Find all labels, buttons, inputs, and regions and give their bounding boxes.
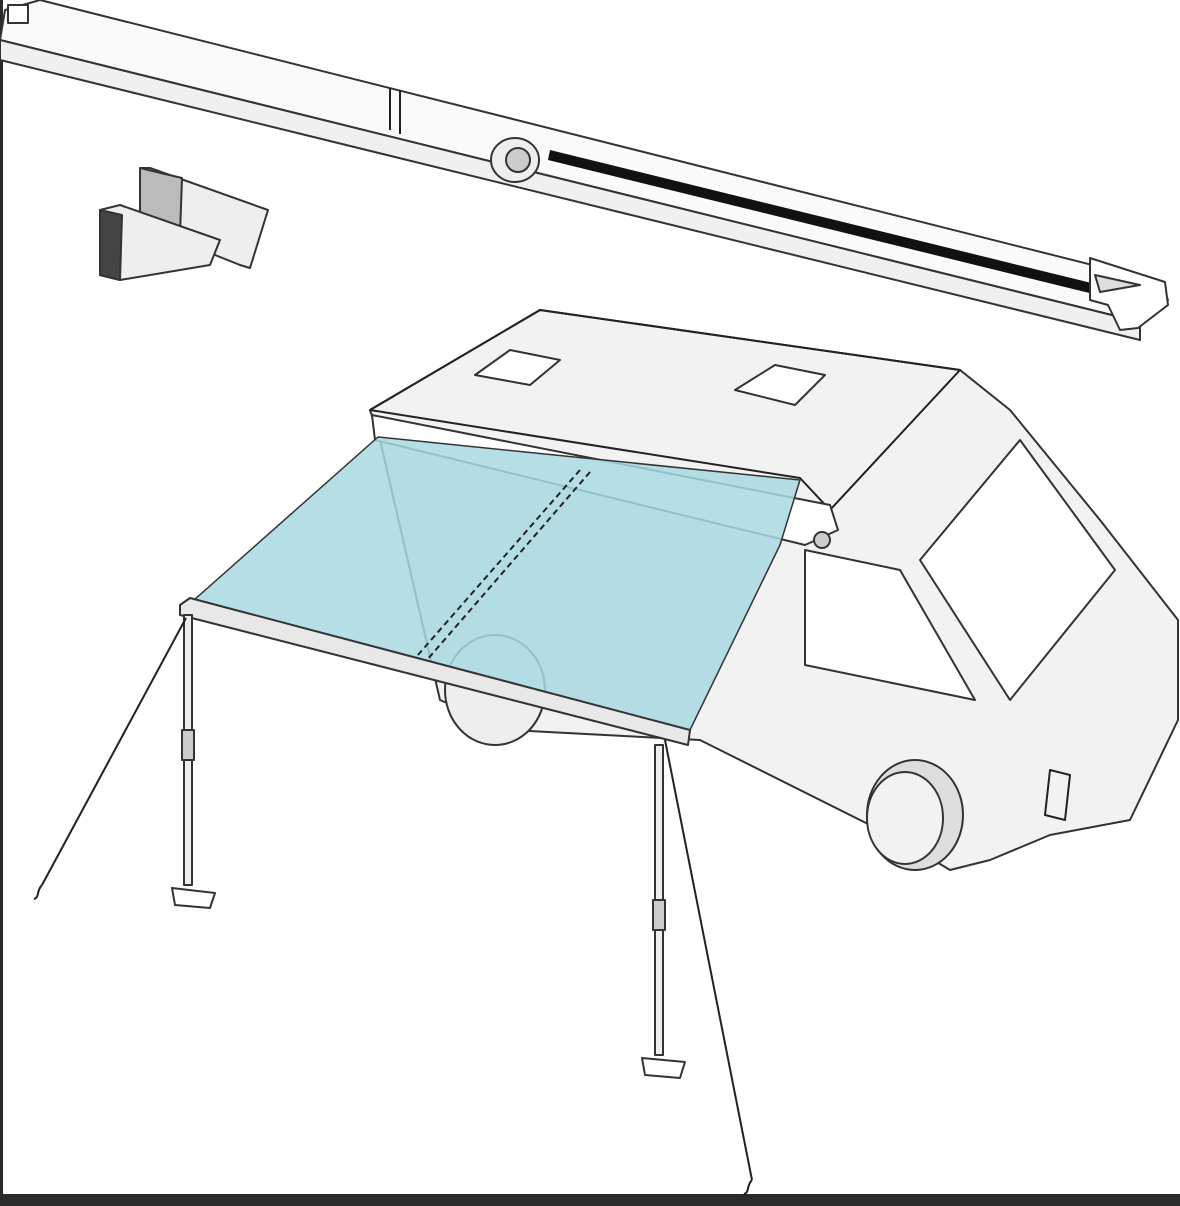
left-frame-border [0, 0, 3, 1206]
front-bar [179, 597, 691, 746]
guy-ropes [33, 617, 753, 1195]
support-legs [171, 614, 686, 1079]
bottom-frame-border [0, 1194, 1180, 1206]
awning-canopy [179, 436, 801, 746]
rail-slot [548, 150, 1120, 300]
rail-end-caps [99, 167, 269, 281]
awning-rail [0, 0, 1169, 341]
rail-knob [490, 137, 540, 183]
